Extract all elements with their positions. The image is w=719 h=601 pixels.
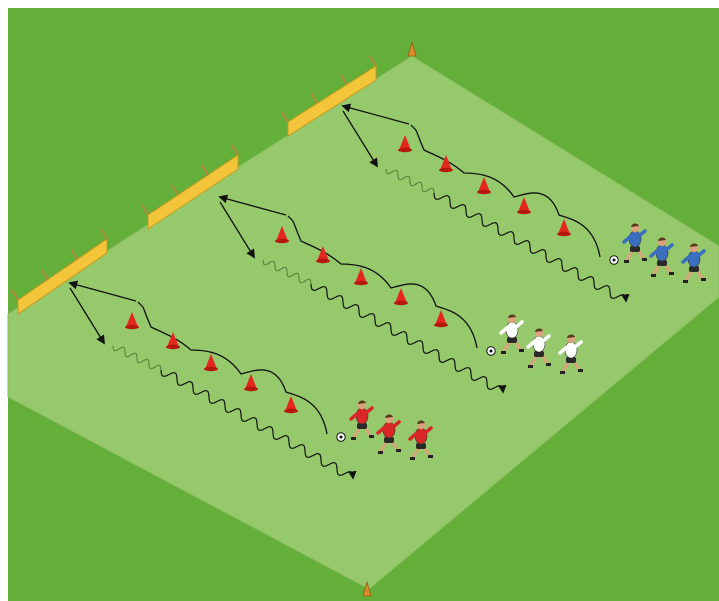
blue-lane	[341, 103, 706, 303]
goal-post	[310, 92, 319, 104]
pass-arrow	[68, 280, 137, 302]
corner-flags	[362, 40, 417, 597]
cone-icon	[166, 332, 180, 350]
cone-icon	[394, 288, 408, 306]
pass-arrow	[218, 194, 287, 216]
cone-icon	[477, 177, 491, 195]
return-run-faded	[262, 259, 312, 285]
cone-icon	[204, 354, 218, 372]
cone-icon	[316, 246, 330, 264]
return-run-faded	[385, 168, 435, 194]
white-lane	[218, 194, 583, 394]
corner-flag-icon	[407, 40, 417, 57]
cone-icon	[557, 219, 571, 237]
goal-post	[171, 184, 179, 196]
cone-icon	[517, 197, 531, 215]
corner-flag-icon	[362, 580, 372, 597]
dribble-path	[137, 301, 328, 435]
red-lane	[68, 280, 433, 480]
ball-icon	[609, 255, 619, 265]
goal-post	[11, 289, 19, 301]
cone-icon	[244, 374, 258, 392]
player-icon	[499, 314, 524, 355]
goal-post	[339, 74, 348, 86]
player-icon	[349, 400, 374, 441]
pass-arrow	[341, 103, 410, 125]
run-arrow	[342, 110, 378, 168]
player-icon	[558, 334, 583, 375]
cone-icon	[284, 396, 298, 414]
ball-icon	[486, 346, 496, 356]
cone-icon	[439, 155, 453, 173]
return-run	[433, 192, 630, 303]
run-arrow	[219, 201, 255, 259]
player-icon	[526, 328, 551, 369]
player-icon	[408, 420, 433, 461]
goal-post	[141, 204, 149, 216]
player-icon	[376, 414, 401, 455]
cone-icon	[125, 312, 139, 330]
mini-goals	[11, 55, 377, 315]
player-icon	[649, 237, 674, 278]
run-arrow	[69, 287, 105, 345]
goal-post	[231, 144, 239, 156]
dribble-path	[410, 124, 601, 258]
goal-post	[40, 269, 49, 281]
cone-icon	[434, 310, 448, 328]
player-icon	[681, 243, 706, 284]
return-run	[160, 369, 357, 480]
goal-post	[70, 248, 79, 260]
goal-post	[100, 228, 108, 240]
ball-icon	[336, 432, 346, 442]
cone-icon	[354, 268, 368, 286]
player-icon	[622, 223, 647, 264]
return-run-faded	[112, 345, 162, 371]
dribble-path	[287, 215, 478, 349]
cone-icon	[275, 226, 289, 244]
goal-post	[201, 164, 209, 176]
cone-icon	[398, 135, 412, 153]
return-run	[310, 283, 507, 394]
goal-post	[281, 111, 289, 123]
drill-lanes	[68, 103, 706, 480]
goal-post	[369, 55, 377, 67]
